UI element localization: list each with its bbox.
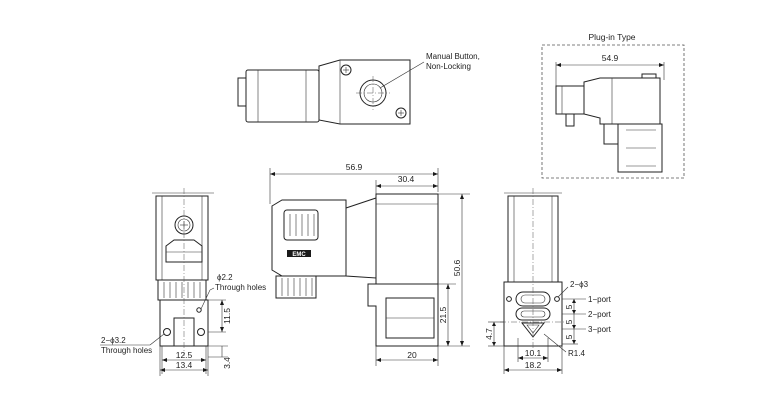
right-dim-pitch-2: 5 [564, 319, 574, 324]
right-view: 2−ϕ3 1−port 2−port 3−port 5 5 5 4.7 10.1… [484, 188, 612, 374]
mount-note-label: Through holes [101, 346, 152, 355]
through-hole-icon [196, 307, 202, 313]
front-connector [271, 199, 347, 277]
manual-button-label-1: Manual Button, [426, 52, 480, 61]
front-body [375, 193, 439, 285]
right-dim-pitch-3: 5 [564, 334, 574, 339]
plug-in-title: Plug-in Type [588, 32, 635, 42]
plug-in-width: 54.9 [602, 53, 619, 63]
front-valve-body [367, 283, 439, 347]
left-view-body [155, 195, 209, 281]
front-dim-total: 56.9 [346, 162, 363, 172]
port-hole-icon [554, 296, 560, 302]
top-view-cap [237, 77, 247, 107]
front-view: 56.9 30.4 EMC 50.6 [269, 162, 470, 366]
connector-window [283, 209, 319, 241]
front-thread [275, 275, 317, 299]
port-holes-label: 2−ϕ3 [570, 280, 589, 289]
mount-hole-icon [197, 328, 205, 336]
top-view-coil [245, 69, 320, 123]
right-dim-outer: 18.2 [525, 360, 542, 370]
plug-in-head [555, 85, 585, 115]
right-dim-offset: 4.7 [484, 328, 494, 340]
plug-in-base [617, 123, 663, 173]
left-dim-base: 3.4 [222, 357, 232, 369]
mount-hole-icon [163, 328, 171, 336]
right-dim-inner: 10.1 [525, 348, 542, 358]
plug-in-type-view: Plug-in Type 54.9 [541, 32, 685, 179]
mount-holes-label: 2−ϕ3.2 [101, 336, 126, 345]
port-2-label: 2−port [588, 310, 612, 319]
hole-phi-label: ϕ2.2 [217, 273, 233, 282]
front-dim-height: 50.6 [452, 259, 462, 276]
radius-label: R1.4 [568, 349, 585, 358]
front-neck [345, 197, 377, 279]
left-dim-height: 11.5 [222, 308, 232, 324]
hole-note-label: Through holes [215, 283, 266, 292]
cable-gland [165, 239, 203, 263]
left-dim-inner: 12.5 [176, 350, 193, 360]
screw-icon [340, 64, 352, 76]
plug-in-pin [565, 113, 575, 127]
manual-button-label-2: Non-Locking [426, 62, 471, 71]
front-dim-port-h: 21.5 [438, 306, 448, 323]
right-dim-pitch-1: 5 [564, 304, 574, 309]
plug-in-frame [541, 44, 685, 179]
port-1-label: 1−port [588, 295, 612, 304]
left-dim-outer: 13.4 [176, 360, 193, 370]
logo-plate [287, 250, 311, 257]
plug-in-body [583, 77, 661, 125]
emc-logo: EMC [292, 252, 306, 258]
screw-icon [395, 107, 407, 119]
port-hole-icon [506, 296, 512, 302]
top-view: Manual Button, Non-Locking [237, 52, 480, 125]
port-3-label: 3−port [588, 325, 612, 334]
left-view: ϕ2.2 Through holes 2−ϕ3.2 Through holes … [100, 188, 266, 376]
front-dim-width: 20 [407, 350, 417, 360]
front-dim-body: 30.4 [398, 174, 415, 184]
